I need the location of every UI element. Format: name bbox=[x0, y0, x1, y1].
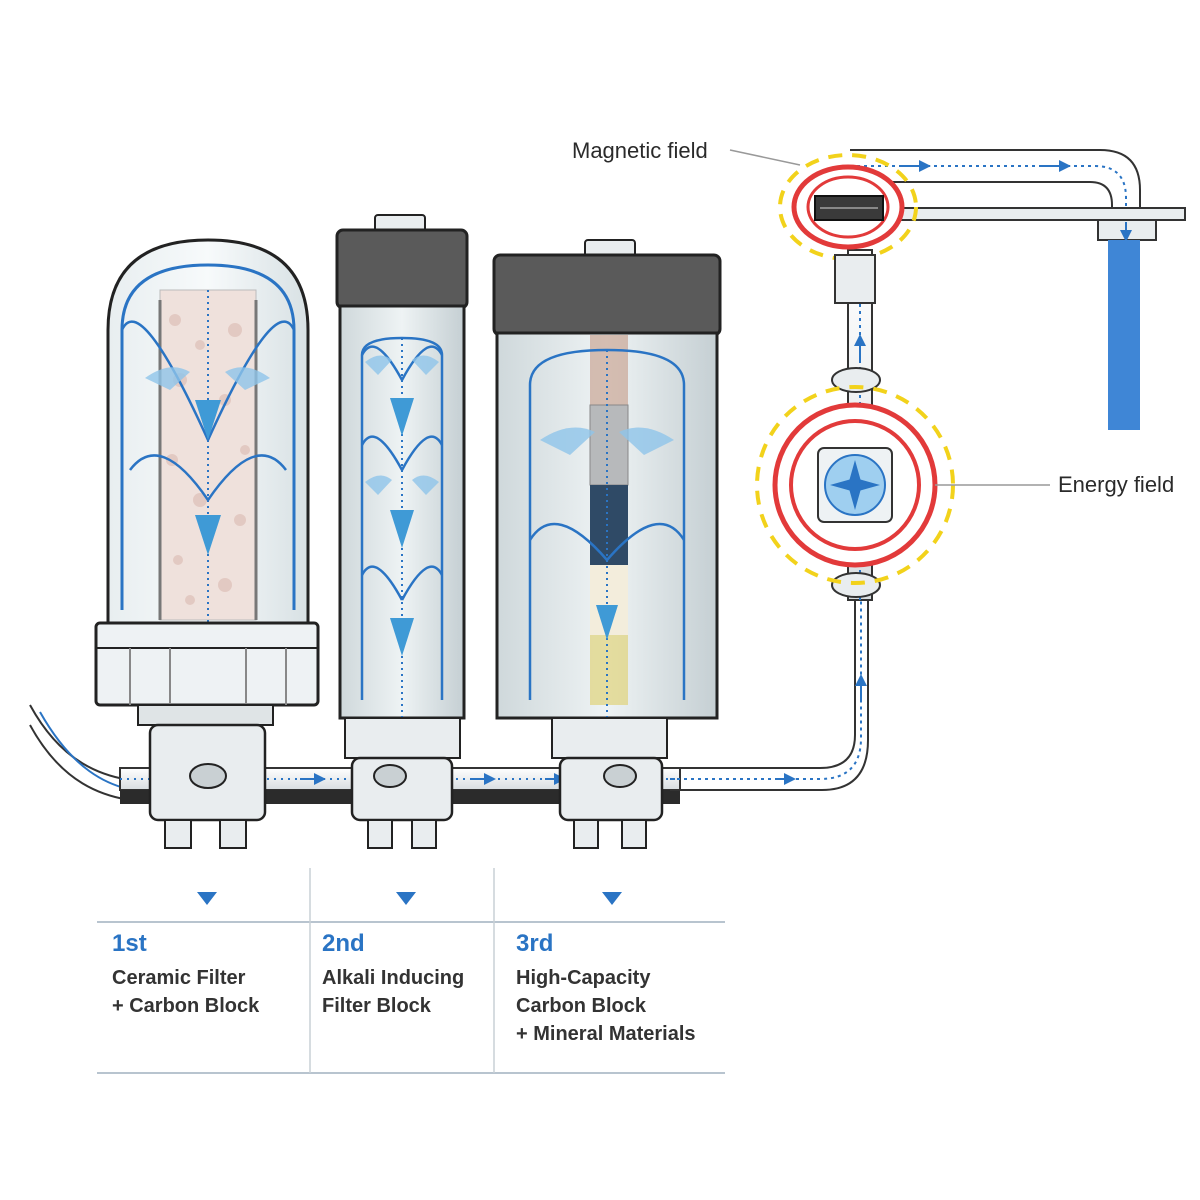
stage-1-arrow-icon bbox=[197, 892, 217, 905]
water-stream bbox=[1108, 240, 1140, 430]
stage-2-number: 2nd bbox=[322, 930, 365, 957]
stage-2-line-1: Alkali Inducing bbox=[322, 967, 465, 989]
energy-field-label: Energy field bbox=[1058, 472, 1175, 497]
stage-1-line-1: Ceramic Filter bbox=[112, 967, 246, 989]
filter-3-high-capacity-carbon bbox=[492, 239, 722, 849]
stage-3-line-2: Carbon Block bbox=[516, 995, 647, 1017]
stage-2-arrow-icon bbox=[396, 892, 416, 905]
stage-table bbox=[97, 868, 725, 1074]
stage-3-arrow-icon bbox=[602, 892, 622, 905]
magnetic-field-label: Magnetic field bbox=[572, 138, 708, 163]
stage-3-line-1: High-Capacity bbox=[516, 967, 651, 989]
stage-1-line-2: + Carbon Block bbox=[112, 995, 260, 1017]
stage-1: 1st Ceramic Filter + Carbon Block bbox=[112, 930, 259, 1020]
magnetic-field-leader bbox=[729, 149, 801, 166]
stage-3: 3rd High-Capacity Carbon Block + Mineral… bbox=[516, 930, 696, 1048]
magnetic-field-device bbox=[778, 153, 918, 304]
stage-2: 2nd Alkali Inducing Filter Block bbox=[322, 930, 464, 1020]
stage-2-line-2: Filter Block bbox=[322, 995, 431, 1017]
stage-3-line-3: + Mineral Materials bbox=[516, 1023, 696, 1045]
filter-2-alkali-inducing bbox=[335, 214, 469, 849]
energy-field-device bbox=[755, 385, 955, 585]
stage-3-number: 3rd bbox=[516, 930, 554, 957]
filter-1-ceramic-carbon bbox=[94, 238, 320, 849]
stage-1-number: 1st bbox=[112, 930, 147, 957]
